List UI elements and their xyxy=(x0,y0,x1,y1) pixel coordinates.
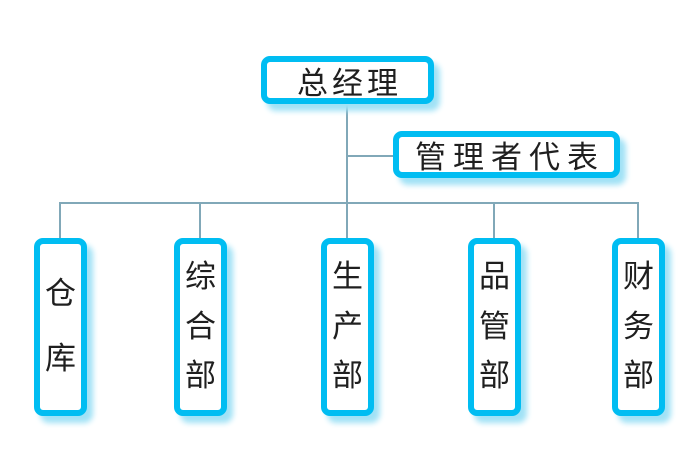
node-label-general-affairs-dept: 综合部 xyxy=(185,259,216,394)
node-label-finance-dept: 财务部 xyxy=(623,259,654,394)
org-node-warehouse: 仓库 xyxy=(34,238,87,416)
node-label-production-dept: 生产部 xyxy=(332,259,363,394)
org-node-production-dept: 生产部 xyxy=(321,238,374,416)
connector-drop-quality-control xyxy=(493,202,495,240)
connector-drop-production xyxy=(346,202,348,240)
org-node-general-affairs-dept: 综合部 xyxy=(174,238,227,416)
node-label-management-representative: 管理者代表 xyxy=(415,140,605,176)
connector-drop-general-affairs xyxy=(199,202,201,240)
org-node-general-manager: 总经理 xyxy=(261,56,434,104)
org-node-management-representative: 管理者代表 xyxy=(393,131,620,178)
node-label-general-manager: 总经理 xyxy=(297,65,402,102)
org-node-quality-control-dept: 品管部 xyxy=(468,238,521,416)
connector-drop-warehouse xyxy=(59,202,61,240)
org-node-finance-dept: 财务部 xyxy=(612,238,665,416)
connector-distribution-bar xyxy=(59,202,639,204)
connector-root-stem xyxy=(346,103,348,203)
connector-drop-finance xyxy=(637,202,639,240)
node-label-warehouse: 仓库 xyxy=(45,275,76,378)
node-label-quality-control-dept: 品管部 xyxy=(479,259,510,394)
connector-staff-branch xyxy=(347,155,395,157)
